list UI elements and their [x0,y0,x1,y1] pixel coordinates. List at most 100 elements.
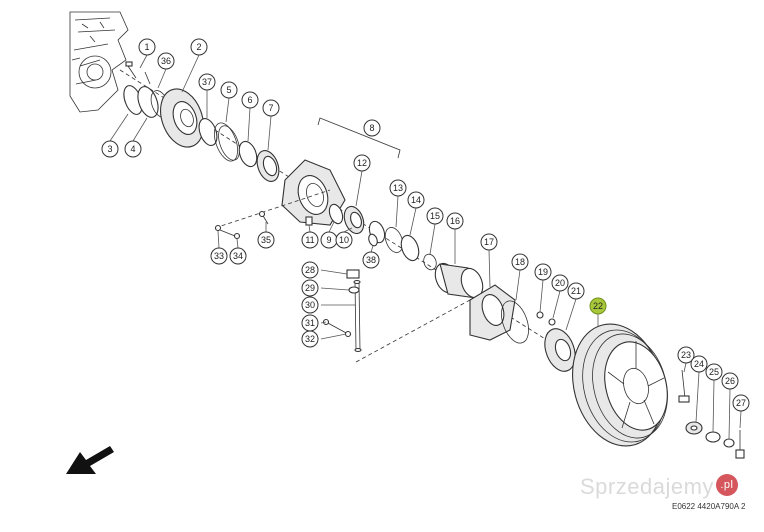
part-washer-19 [536,311,544,319]
callout-label: 10 [339,235,349,245]
callout-32: 32 [301,330,319,348]
callout-label: 18 [515,257,525,267]
watermark-suffix: .pl [715,474,738,496]
callout-2: 2 [190,38,208,56]
callout-label: 11 [305,235,314,245]
callout-9: 9 [320,231,338,249]
callout-30: 30 [301,296,319,314]
part-washer-29 [348,286,360,294]
part-pin-33-34 [214,189,331,240]
callout-38: 38 [362,251,380,269]
part-oring-5 [213,122,239,162]
callout-label: 28 [305,265,315,275]
part-washer-26 [723,438,735,448]
callout-12: 12 [353,154,371,172]
part-pin-31-32 [322,318,352,338]
part-bushing-16 [434,262,484,299]
callout-24: 24 [690,355,708,373]
part-nut-20 [548,318,556,326]
part-oring-18 [501,300,529,344]
callout-21: 21 [567,282,585,300]
callout-27: 27 [732,394,750,412]
part-bolt-36 [144,71,151,85]
watermark: Sprzedajemy.pl [580,474,738,500]
callout-label: 25 [709,367,719,377]
part-bearing-10 [343,205,365,235]
part-ring-38 [368,233,378,247]
callout-28: 28 [301,261,319,279]
callout-15: 15 [426,207,444,225]
callout-label: 31 [305,318,315,328]
callout-23: 23 [677,346,695,364]
callout-label: 15 [430,211,440,221]
callout-18: 18 [511,253,529,271]
callout-label: 8 [369,123,374,133]
callout-35: 35 [257,231,275,249]
part-seal-37 [198,118,218,146]
document-code: E0622 4420A790A 2 [672,502,746,511]
part-hub-21 [544,328,576,372]
callout-label: 27 [736,398,746,408]
callout-label: 19 [538,267,548,277]
callout-10: 10 [335,231,353,249]
part-ring-15 [423,253,437,271]
callout-label: 20 [555,278,565,288]
callout-31: 31 [301,314,319,332]
callout-22: 22 [589,297,607,315]
callout-label: 13 [393,183,403,193]
callout-label: 16 [450,216,460,226]
callout-6: 6 [241,91,259,109]
callout-label: 24 [694,359,704,369]
callout-36: 36 [157,52,175,70]
callout-label: 23 [681,350,691,360]
part-washer-24 [685,421,703,435]
watermark-text: Sprzedajemy [580,474,714,499]
callout-19: 19 [534,263,552,281]
callout-label: 32 [305,334,315,344]
callout-17: 17 [480,233,498,251]
callout-label: 14 [411,195,421,205]
callout-label: 29 [305,283,315,293]
callout-label: 4 [130,144,135,154]
callout-1: 1 [138,38,156,56]
part-ring-6 [238,140,258,168]
callout-label: 26 [725,376,735,386]
part-bearing-7 [256,150,280,182]
callout-label: 2 [196,42,201,52]
part-bolt-1 [125,61,137,79]
callout-label: 37 [202,77,212,87]
callout-label: 30 [305,300,315,310]
callout-label: 17 [484,237,494,247]
part-housing-8 [281,117,401,226]
part-nipple-11 [305,216,313,226]
callout-29: 29 [301,279,319,297]
callout-33: 33 [210,247,228,265]
callout-label: 5 [226,85,231,95]
part-circlip-13 [384,227,404,253]
direction-arrow-icon [66,446,114,474]
part-seal-9 [328,203,344,225]
part-ring-4 [137,86,159,118]
callout-label: 33 [214,251,224,261]
callout-label: 3 [107,144,112,154]
callout-4: 4 [124,140,142,158]
part-seal-14 [400,234,420,262]
callout-34: 34 [229,247,247,265]
callout-8: 8 [363,119,381,137]
callout-37: 37 [198,73,216,91]
part-bolt-27 [735,430,745,459]
callout-label: 7 [268,103,273,113]
callout-7: 7 [262,99,280,117]
leader-lines [109,54,742,440]
callout-5: 5 [220,81,238,99]
callout-label: 22 [593,301,603,311]
callout-11: 11 [301,231,319,249]
callout-20: 20 [551,274,569,292]
callout-label: 34 [233,251,243,261]
callout-label: 21 [571,286,581,296]
callout-label: 12 [357,158,367,168]
part-bolt-23 [678,369,690,403]
callout-label: 38 [366,255,376,265]
